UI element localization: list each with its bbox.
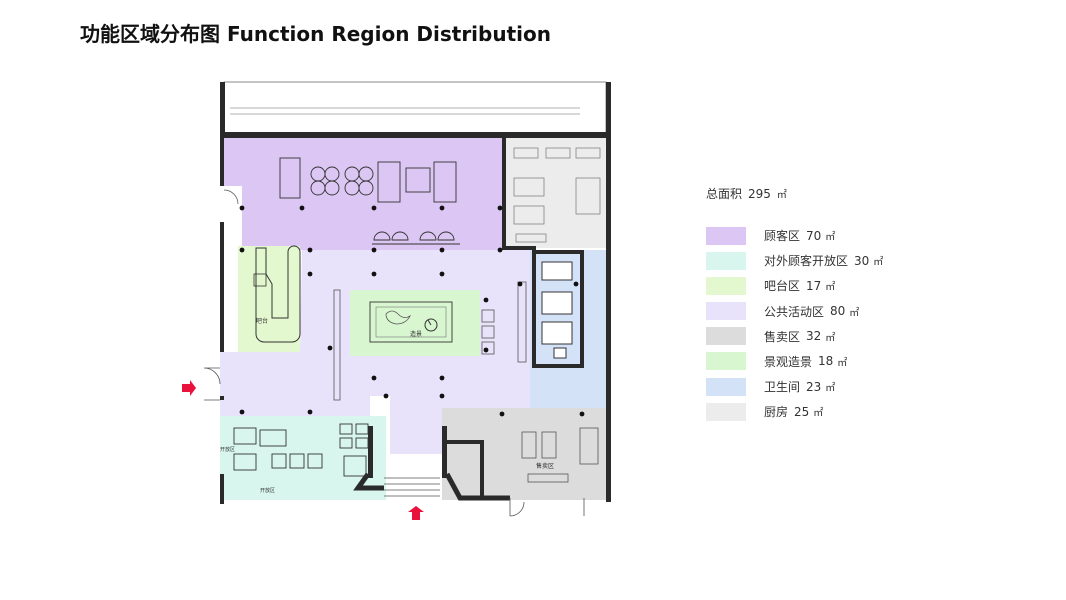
legend-value: 80	[830, 304, 846, 319]
sales-zone	[442, 408, 606, 500]
side-door	[223, 189, 239, 205]
legend-swatch	[706, 226, 746, 245]
landscape-zone	[350, 290, 480, 356]
legend-swatch	[706, 377, 746, 396]
kitchen-fittings	[513, 147, 601, 243]
legend-label: 吧台区	[764, 279, 801, 294]
legend-label: 厨房	[764, 405, 789, 420]
entrance-steps	[384, 477, 440, 497]
walls	[220, 82, 611, 504]
floor-plan: 吧台 造景 开放区 开放区 售卖区	[182, 81, 611, 520]
bar-zone	[238, 246, 300, 352]
legend-value: 32	[806, 329, 822, 344]
legend-unit: ㎡	[849, 307, 860, 319]
legend-label: 卫生间	[764, 380, 801, 395]
balcony-strip	[223, 81, 607, 137]
legend-label: 景观造景	[764, 354, 813, 369]
total-area-value: 295	[748, 186, 771, 201]
legend-value: 25	[794, 404, 810, 419]
toilet-stalls	[541, 261, 573, 359]
open-area-label-1: 开放区	[220, 446, 235, 453]
columns	[239, 205, 585, 417]
legend-unit: ㎡	[873, 257, 884, 269]
entrance-arrow-left-icon	[182, 380, 196, 396]
bar-label: 吧台	[256, 317, 268, 325]
legend-unit: ㎡	[837, 357, 848, 369]
legend-swatch	[706, 402, 746, 421]
legend-swatch	[706, 302, 746, 321]
legend-unit: ㎡	[813, 408, 824, 420]
legend-label: 对外顾客开放区	[764, 254, 849, 269]
legend-unit: ㎡	[825, 332, 836, 344]
legend-value: 18	[818, 354, 834, 369]
legend-swatch	[706, 327, 746, 346]
legend-label: 顾客区	[764, 229, 801, 243]
entrance-door-left	[203, 367, 221, 401]
bar-counter	[255, 245, 301, 343]
landscape-feature	[369, 301, 453, 343]
kitchen-zone	[506, 138, 606, 248]
page-title: 功能区域分布图 Function Region Distribution	[80, 22, 551, 46]
total-area: 总面积 295 ㎡	[706, 185, 883, 202]
total-area-unit: ㎡	[776, 190, 787, 201]
entrance-arrow-bottom-icon	[408, 506, 424, 520]
sales-label: 售卖区	[536, 462, 554, 470]
total-area-label: 总面积	[706, 187, 743, 201]
display-shelf	[333, 289, 341, 401]
customer-furniture	[279, 157, 460, 245]
open-area-label-2: 开放区	[260, 487, 275, 494]
legend-swatch	[706, 251, 746, 270]
legend-value: 30	[854, 253, 870, 268]
legend-unit: ㎡	[825, 232, 836, 243]
sales-fixtures	[521, 427, 599, 483]
legend-swatch	[706, 352, 746, 371]
rear-door	[509, 498, 585, 517]
legend-unit: ㎡	[825, 282, 836, 294]
legend-unit: ㎡	[825, 383, 836, 395]
legend-value: 17	[806, 278, 822, 293]
legend-label: 公共活动区	[764, 304, 825, 319]
zones	[220, 81, 607, 500]
legend-value: 23	[806, 379, 822, 394]
open-area-furniture	[233, 423, 369, 477]
legend-label: 售卖区	[764, 329, 801, 344]
landscape-label: 造景	[410, 330, 422, 338]
legend-swatch	[706, 276, 746, 295]
legend-value: 70	[806, 228, 822, 243]
